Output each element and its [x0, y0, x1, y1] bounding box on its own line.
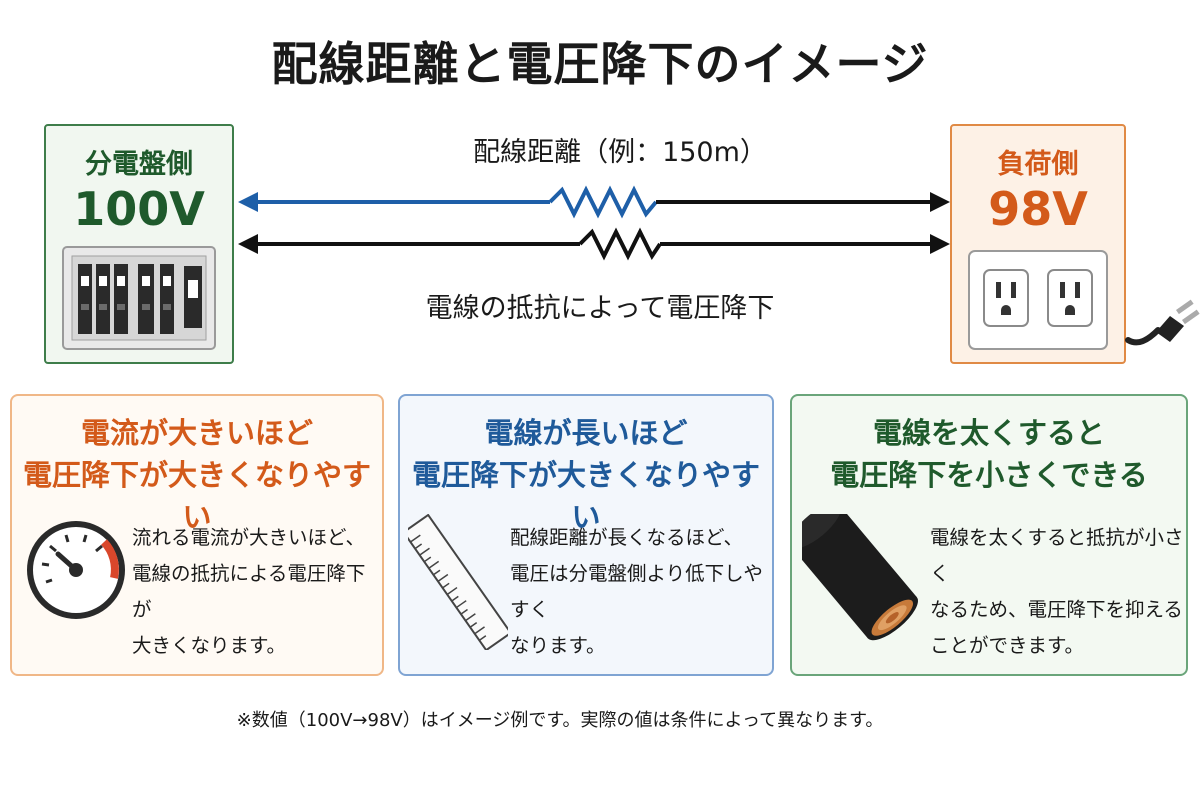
card-title: 電線が長いほど 電圧降下が大きくなりやすい — [400, 412, 772, 538]
load-label: 負荷側 — [997, 149, 1079, 180]
card-body-line: なります。 — [510, 634, 606, 657]
card-body-line: 電線の抵抗による電圧降下が — [132, 562, 366, 621]
card-title-line1: 電流が大きいほど — [80, 416, 313, 450]
outlet-icon — [968, 250, 1108, 350]
card-body-line: 大きくなります。 — [132, 634, 287, 657]
card-title-line2: 電圧降下が大きくなりやすい — [411, 458, 760, 534]
plug-icon — [1118, 280, 1200, 360]
card-title-line2: 電圧降下が大きくなりやすい — [22, 458, 371, 534]
card-body-line: ことができます。 — [930, 634, 1085, 657]
card-title-line2: 電圧降下を小さくできる — [830, 458, 1148, 492]
distribution-board-panel: 分電盤側 100V — [44, 124, 234, 364]
ruler-icon — [402, 513, 513, 654]
footnote: ※数値（100V→98V）はイメージ例です。実際の値は条件によって異なります。 — [236, 710, 884, 731]
card-body-line: 流れる電流が大きいほど、 — [132, 526, 366, 549]
card-body-line: 配線距離が長くなるほど、 — [510, 526, 744, 549]
card-title: 電流が大きいほど 電圧降下が大きくなりやすい — [12, 412, 382, 538]
card-title: 電線を太くすると 電圧降下を小さくできる — [792, 412, 1186, 496]
card-body-line: 電線を太くすると抵抗が小さく — [930, 526, 1184, 585]
card-body-line: なるため、電圧降下を抑える — [930, 598, 1183, 621]
load-panel: 負荷側 98V — [950, 124, 1126, 364]
blue-wire — [238, 185, 950, 219]
thick-cable-icon — [789, 503, 926, 658]
wiring-diagram — [236, 160, 952, 310]
black-wire — [238, 227, 950, 261]
card-thickness: 電線を太くすると 電圧降下を小さくできる 電線を太くすると抵抗が小さく なるため… — [789, 394, 1188, 676]
gauge-icon — [26, 520, 126, 624]
wiring-distance-label: 配線距離（例：150m） — [473, 137, 767, 168]
resistance-label: 電線の抵抗によって電圧降下 — [425, 293, 775, 324]
card-title-line1: 電線を太くすると — [872, 416, 1105, 450]
source-label: 分電盤側 — [85, 149, 193, 180]
page-title: 配線距離と電圧降下のイメージ — [271, 37, 929, 91]
card-body: 電線を太くすると抵抗が小さく なるため、電圧降下を抑える ことができます。 — [930, 520, 1186, 664]
breaker-panel-icon — [62, 246, 216, 350]
card-body: 流れる電流が大きいほど、 電線の抵抗による電圧降下が 大きくなります。 — [132, 520, 382, 664]
card-title-line1: 電線が長いほど — [484, 416, 688, 450]
source-voltage: 100V — [73, 182, 205, 236]
card-current: 電流が大きいほど 電圧降下が大きくなりやすい 流れる電流が大きいほど、 電線の抵… — [10, 394, 384, 676]
card-body: 配線距離が長くなるほど、 電圧は分電盤側より低下しやすく なります。 — [510, 520, 772, 664]
card-body-line: 電圧は分電盤側より低下しやすく — [510, 562, 763, 621]
load-voltage: 98V — [988, 182, 1088, 236]
card-length: 電線が長いほど 電圧降下が大きくなりやすい 配線距離が長くなるほど、 電圧 — [398, 394, 774, 676]
